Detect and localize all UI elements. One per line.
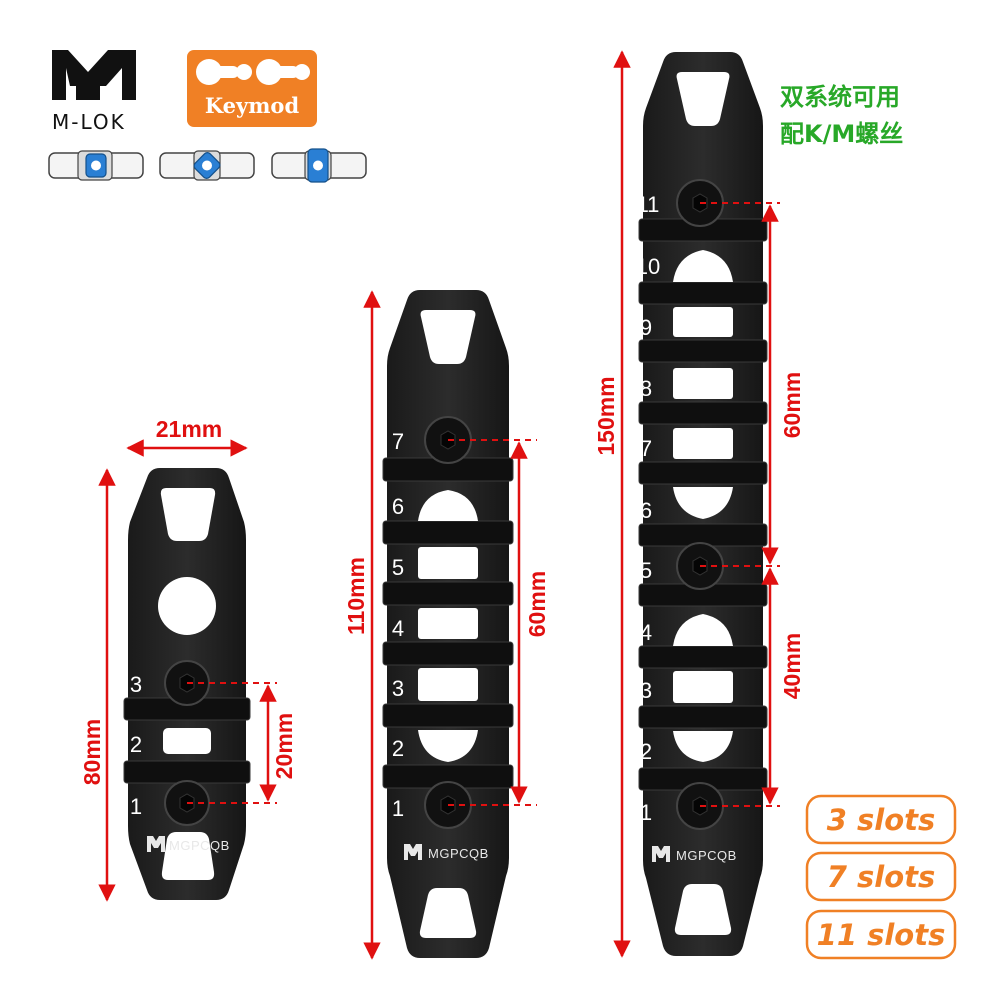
rail-11-bottom-loop bbox=[674, 884, 732, 935]
rail-3-top-loop bbox=[160, 488, 216, 541]
mlok-logo-text: M-LOK bbox=[52, 110, 126, 134]
compat-note: 双系统可用 配K/M螺丝 bbox=[780, 83, 903, 148]
rail-7-top-loop bbox=[420, 310, 476, 364]
brand-logo-icon bbox=[147, 836, 165, 852]
rail-11-slot-label: 9 bbox=[640, 315, 652, 340]
keymod-logo: Keymod bbox=[187, 50, 317, 127]
tag-7-slots: 7 slots bbox=[805, 851, 957, 902]
keymod-logo-text: Keymod bbox=[205, 93, 300, 118]
dim-length-label: 150mm bbox=[593, 376, 619, 455]
rail-11-slot-label: 10 bbox=[636, 254, 660, 279]
dim-spacing-top-label: 60mm bbox=[779, 372, 805, 438]
rail-7-slot-label: 1 bbox=[392, 796, 404, 821]
rail-7-slot-label: 6 bbox=[392, 494, 404, 519]
rail-11-slot-label: 5 bbox=[640, 558, 652, 583]
rail-7-slot: 1 2 3 4 5 6 7 MGPCQB 110mm 60mm bbox=[343, 290, 550, 960]
rail-3-slot: 1 2 3 MGPCQB 21mm 80mm 20mm bbox=[79, 416, 297, 902]
rail-11-brand: MGPCQB bbox=[652, 846, 737, 863]
tag-11-slots: 11 slots bbox=[805, 909, 957, 960]
rail-11-slot-label: 11 bbox=[637, 192, 660, 217]
tag-7-slots-label: 7 slots bbox=[827, 860, 936, 894]
rail-11-slot: 1 2 3 4 5 6 7 8 9 10 11 MGPCQB 150mm 60m… bbox=[593, 50, 805, 958]
rail-11-slot-windows bbox=[673, 250, 733, 762]
brand-logo-icon bbox=[652, 846, 670, 862]
dim-length-label: 110mm bbox=[343, 557, 369, 635]
rail-3-brand: MGPCQB bbox=[147, 836, 230, 853]
rail-7-slot-label: 7 bbox=[392, 429, 404, 454]
brand-text: MGPCQB bbox=[169, 838, 230, 853]
rail-7-bottom-loop bbox=[419, 888, 477, 938]
brand-text: MGPCQB bbox=[676, 848, 737, 863]
rail-7-ribs bbox=[382, 457, 514, 789]
rail-3-slot-label: 2 bbox=[130, 732, 142, 757]
rail-11-slot-label: 7 bbox=[640, 436, 652, 461]
nut-icon-horizontal bbox=[48, 150, 144, 181]
mlok-logo-mark bbox=[52, 50, 136, 100]
rail-3-bottom-loop bbox=[161, 832, 215, 880]
rail-3-slot-label: 3 bbox=[130, 672, 142, 697]
rail-11-slot-label: 4 bbox=[640, 620, 652, 645]
rail-11-slot-label: 3 bbox=[640, 678, 652, 703]
rail-3-round-hole bbox=[158, 577, 216, 635]
rail-11-top-loop bbox=[676, 72, 730, 126]
tag-11-slots-label: 11 slots bbox=[817, 918, 946, 952]
slot-tags: 3 slots 7 slots 11 slots bbox=[805, 794, 957, 960]
dim-spacing-label: 60mm bbox=[524, 571, 550, 637]
rail-11-slot-label: 2 bbox=[640, 739, 652, 764]
rail-7-slot-label: 3 bbox=[392, 676, 404, 701]
tag-3-slots-label: 3 slots bbox=[827, 803, 936, 837]
rail-7-slot-label: 4 bbox=[392, 616, 404, 641]
rail-11-slot-label: 6 bbox=[640, 498, 652, 523]
mlok-logo: M-LOK bbox=[52, 50, 136, 134]
tag-3-slots: 3 slots bbox=[805, 794, 957, 845]
dim-length-label: 80mm bbox=[79, 719, 105, 785]
nut-orientations bbox=[48, 148, 367, 183]
rail-7-slot-label: 5 bbox=[392, 555, 404, 580]
dim-spacing-bottom-label: 40mm bbox=[779, 633, 805, 699]
rail-11-slot-label: 8 bbox=[640, 376, 652, 401]
dim-spacing-label: 20mm bbox=[271, 713, 297, 779]
rail-7-slot-windows bbox=[418, 490, 478, 762]
keyhole-icon bbox=[196, 59, 310, 85]
nut-icon-rotated bbox=[159, 150, 255, 181]
compat-note-line-1: 双系统可用 bbox=[780, 83, 900, 111]
rail-7-slot-label: 2 bbox=[392, 736, 404, 761]
rail-3-ribs bbox=[123, 697, 251, 784]
dim-width-label: 21mm bbox=[156, 416, 222, 442]
rail-3-slot-label: 1 bbox=[130, 794, 142, 819]
brand-logo-icon bbox=[404, 844, 422, 860]
rail-11-slot-label: 1 bbox=[640, 800, 652, 825]
nut-icon-vertical bbox=[271, 148, 367, 183]
brand-text: MGPCQB bbox=[428, 846, 489, 861]
compat-note-line-2: 配K/M螺丝 bbox=[780, 120, 903, 148]
rail-7-brand: MGPCQB bbox=[404, 844, 489, 861]
rail-3-slot-2 bbox=[163, 728, 211, 754]
